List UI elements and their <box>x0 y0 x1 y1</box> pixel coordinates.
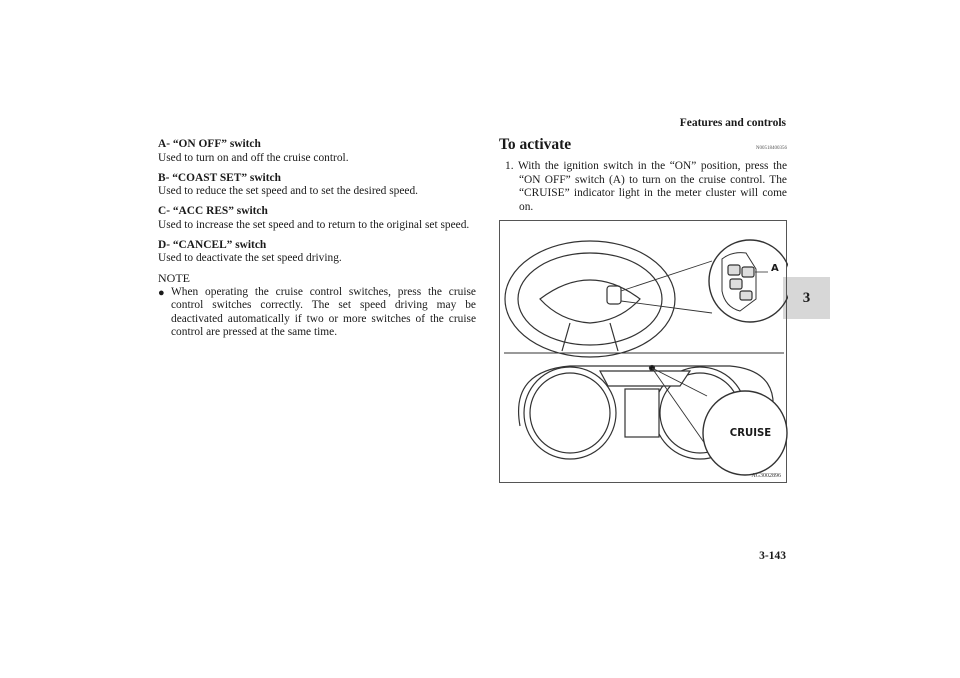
cruise-indicator-label: CRUISE <box>729 426 772 439</box>
switch-title: C- “ACC RES” switch <box>158 205 268 217</box>
switch-item-b: B- “COAST SET” switch Used to reduce the… <box>158 172 476 199</box>
figure-code: AG3002896 <box>751 473 781 479</box>
switch-title: D- “CANCEL” switch <box>158 238 267 251</box>
chapter-tab-label: 3 <box>802 289 811 306</box>
switch-item-a: A- “ON OFF” switch Used to turn on and o… <box>158 138 476 165</box>
switch-title: B- “COAST SET” switch <box>158 171 281 184</box>
step-1: 1. With the ignition switch in the “ON” … <box>505 160 787 213</box>
chapter-tab: 3 <box>783 277 830 319</box>
switch-item-d: D- “CANCEL” switch Used to deactivate th… <box>158 239 476 266</box>
section-title: Features and controls <box>679 117 786 129</box>
section-heading: To activate <box>499 136 572 153</box>
switch-title: A- “ON OFF” switch <box>158 138 261 150</box>
note-text: When operating the cruise control switch… <box>171 285 476 339</box>
note-title: NOTE <box>158 271 190 285</box>
activate-section: To activate N00518400356 1. With the ign… <box>499 136 787 214</box>
bullet-icon: ● <box>158 286 165 299</box>
switch-desc: Used to reduce the set speed and to set … <box>158 185 418 197</box>
switch-desc: Used to deactivate the set speed driving… <box>158 252 342 264</box>
switch-desc: Used to turn on and off the cruise contr… <box>158 151 349 164</box>
switch-desc: Used to increase the set speed and to re… <box>158 218 470 231</box>
page-number: 3-143 <box>759 550 786 562</box>
switch-item-c: C- “ACC RES” switch Used to increase the… <box>158 205 476 232</box>
note-bullet: ● When operating the cruise control swit… <box>158 286 476 340</box>
figure: AG3002896 <box>499 220 788 483</box>
switch-a-label: A <box>771 263 779 274</box>
cruise-illustration <box>504 239 788 476</box>
switch-descriptions: A- “ON OFF” switch Used to turn on and o… <box>158 138 476 340</box>
doc-code: N00518400356 <box>755 146 787 151</box>
